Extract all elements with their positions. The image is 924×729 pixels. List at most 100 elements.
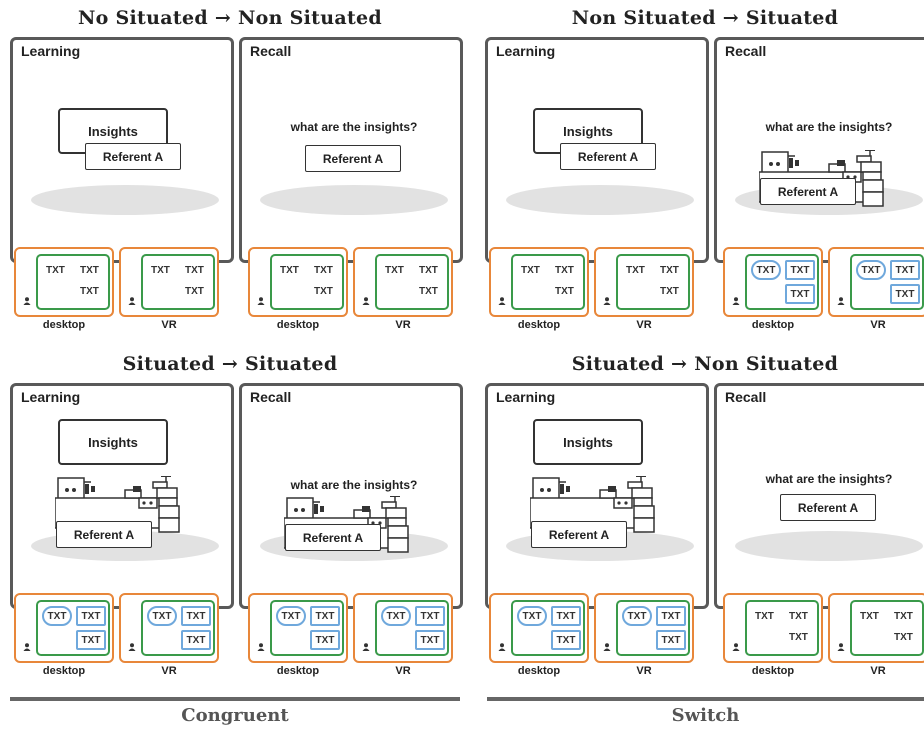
txt-label: TXT <box>755 611 774 622</box>
person-icon <box>498 643 506 651</box>
device-label: VR <box>161 665 177 677</box>
person-icon <box>603 297 611 305</box>
recall-label: Recall <box>250 389 292 405</box>
referent-label: Referent A <box>760 178 856 205</box>
recall-question: what are the insights? <box>290 478 418 492</box>
person-icon <box>257 643 265 651</box>
txt-box-label: TXT <box>76 606 106 626</box>
referent-label: Referent A <box>560 143 656 170</box>
txt-oval-label: TXT <box>622 606 652 626</box>
condition-title: Situated → Non Situated <box>571 353 839 375</box>
device-label: VR <box>395 665 411 677</box>
person-icon <box>837 297 845 305</box>
txt-label: TXT <box>894 632 913 643</box>
switch-label: Switch <box>671 705 740 726</box>
congruent-label: Congruent <box>181 705 289 726</box>
txt-label: TXT <box>555 265 574 276</box>
recall-question: what are the insights? <box>765 120 893 134</box>
person-icon <box>23 643 31 651</box>
txt-oval-label: TXT <box>856 260 886 280</box>
device-label: desktop <box>751 665 795 677</box>
ground-ellipse <box>31 185 219 215</box>
ground-ellipse <box>506 185 694 215</box>
txt-label: TXT <box>80 286 99 297</box>
condition-title: Non Situated → Situated <box>571 7 839 29</box>
txt-label: TXT <box>314 286 333 297</box>
device-label: desktop <box>42 665 86 677</box>
txt-label: TXT <box>46 265 65 276</box>
recall-label: Recall <box>250 43 292 59</box>
person-icon <box>732 643 740 651</box>
device-frame: TXT TXT TXT <box>14 247 114 317</box>
learning-label: Learning <box>496 43 556 59</box>
txt-label: TXT <box>789 611 808 622</box>
referent-label: Referent A <box>531 521 627 548</box>
txt-box-label: TXT <box>415 630 445 650</box>
txt-box-label: TXT <box>551 630 581 650</box>
device-label: VR <box>636 319 652 331</box>
person-icon <box>362 297 370 305</box>
txt-box-label: TXT <box>310 606 340 626</box>
txt-box-label: TXT <box>181 606 211 626</box>
txt-box-label: TXT <box>785 260 815 280</box>
txt-box-label: TXT <box>310 630 340 650</box>
device-frame: TXT TXT TXT <box>489 247 589 317</box>
learning-label: Learning <box>21 43 81 59</box>
device-label: VR <box>395 319 411 331</box>
insights-box: Insights <box>58 419 168 465</box>
device-label: desktop <box>42 319 86 331</box>
device-label: desktop <box>517 319 561 331</box>
person-icon <box>362 643 370 651</box>
txt-box-label: TXT <box>656 630 686 650</box>
txt-label: TXT <box>660 265 679 276</box>
device-label: VR <box>870 319 886 331</box>
txt-label: TXT <box>151 265 170 276</box>
txt-label: TXT <box>419 265 438 276</box>
txt-box-label: TXT <box>181 630 211 650</box>
txt-label: TXT <box>80 265 99 276</box>
txt-oval-label: TXT <box>751 260 781 280</box>
txt-oval-label: TXT <box>42 606 72 626</box>
device-label: desktop <box>751 319 795 331</box>
txt-label: TXT <box>660 286 679 297</box>
txt-oval-label: TXT <box>381 606 411 626</box>
txt-label: TXT <box>555 286 574 297</box>
txt-label: TXT <box>419 286 438 297</box>
txt-label: TXT <box>860 611 879 622</box>
txt-box-label: TXT <box>890 284 920 304</box>
device-label: desktop <box>276 665 320 677</box>
txt-oval-label: TXT <box>517 606 547 626</box>
device-label: desktop <box>276 319 320 331</box>
device-label: desktop <box>517 665 561 677</box>
txt-label: TXT <box>185 265 204 276</box>
referent-label: Referent A <box>56 521 152 548</box>
ground-ellipse <box>260 185 448 215</box>
txt-box-label: TXT <box>415 606 445 626</box>
txt-label: TXT <box>521 265 540 276</box>
learning-label: Learning <box>496 389 556 405</box>
person-icon <box>23 297 31 305</box>
txt-box-label: TXT <box>785 284 815 304</box>
